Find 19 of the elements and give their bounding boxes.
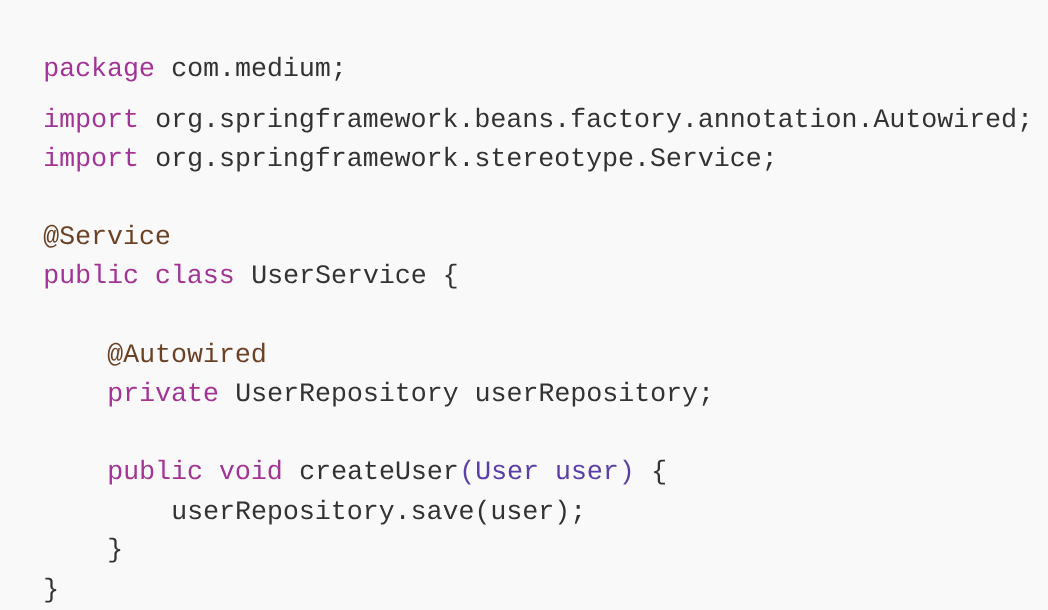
code-text: com.medium; [172, 56, 341, 81]
code-text: package [45, 56, 154, 82]
code-text: createUser [300, 461, 457, 480]
code-text: @Autowired [107, 342, 265, 366]
code-text: UserRepository userRepository; [237, 381, 709, 407]
code-text: public void [109, 459, 281, 485]
code-text: org.springframework.stereotype.Service; [156, 146, 772, 172]
code-text: userRepository.save(user); [173, 499, 581, 525]
code-text: { [654, 459, 665, 485]
code-text: } [109, 537, 121, 563]
code-text: } [45, 577, 57, 603]
code-text: private [109, 381, 218, 407]
code-text: org.springframework.beans.factory.annotation.Autowired; [156, 107, 1028, 133]
code-text: (User user) [463, 459, 631, 485]
code-text: @Service [43, 224, 170, 248]
code-text: import [45, 146, 137, 172]
code-text: public class [45, 263, 233, 289]
code-text: import [45, 107, 137, 133]
code-text: UserService { [253, 263, 457, 289]
